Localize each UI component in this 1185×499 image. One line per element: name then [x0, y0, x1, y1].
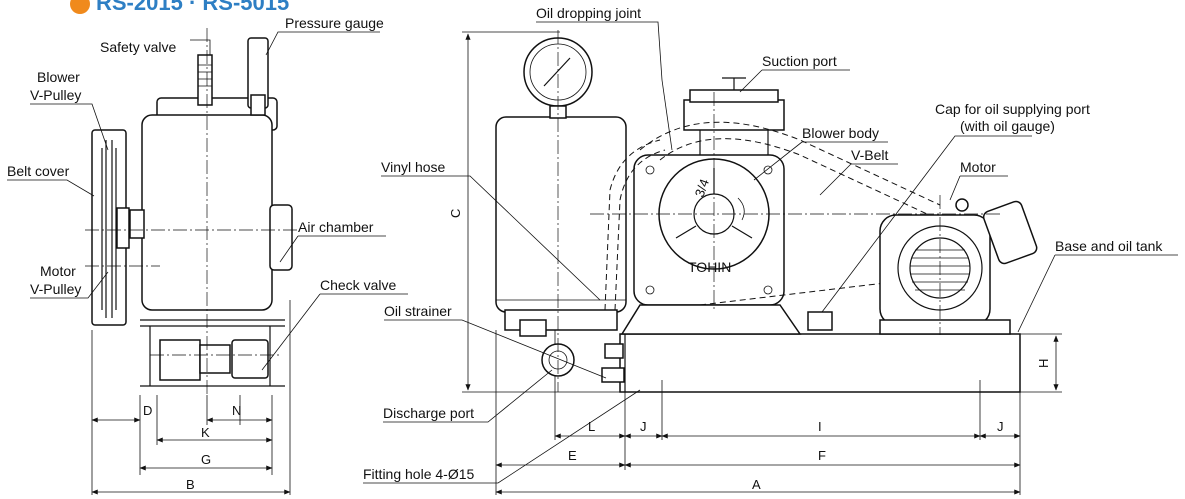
callout-discharge-port: Discharge port — [383, 405, 474, 421]
check-valve-shape — [231, 339, 269, 379]
dim-E: E — [568, 448, 577, 463]
callout-air-chamber: Air chamber — [298, 219, 374, 235]
vinyl-hose-path — [604, 139, 661, 311]
callout-motor-vpulley-1: Motor — [40, 263, 76, 279]
front-air-chamber — [495, 116, 627, 313]
v-belt-path — [639, 121, 941, 206]
callout-oil-dropping-joint: Oil dropping joint — [536, 5, 641, 21]
safety-valve-shape — [197, 54, 213, 106]
callout-base-oil-tank: Base and oil tank — [1055, 238, 1163, 254]
callout-cap-oil-2: (with oil gauge) — [960, 118, 1055, 134]
dim-H: H — [1036, 359, 1051, 368]
callout-blower-body: Blower body — [802, 125, 879, 141]
oil-cap-shape — [807, 311, 833, 331]
dim-I: I — [818, 419, 822, 434]
callout-motor: Motor — [960, 159, 996, 175]
callout-suction-port: Suction port — [762, 53, 837, 69]
callout-pressure-gauge: Pressure gauge — [285, 15, 384, 31]
side-view: D N K G B Safety valve Pressure gauge Bl… — [7, 15, 408, 495]
air-chamber-shape — [269, 204, 293, 271]
callout-v-belt: V-Belt — [851, 147, 888, 163]
dim-C: C — [448, 209, 463, 218]
title-bullet-icon — [70, 0, 90, 14]
callout-cap-oil-1: Cap for oil supplying port — [935, 101, 1090, 117]
dim-K: K — [201, 425, 210, 440]
dim-N: N — [232, 403, 241, 418]
suction-port-shape — [683, 99, 785, 131]
front-view: 3/4 TOHIN C H — [363, 5, 1178, 495]
dim-J-right: J — [997, 419, 1004, 434]
dim-A: A — [752, 477, 761, 492]
callout-fitting-hole: Fitting hole 4-Ø15 — [363, 466, 474, 482]
brand-label: TOHIN — [688, 259, 731, 275]
dim-B: B — [186, 477, 195, 492]
shaft-housing — [129, 209, 145, 239]
side-base — [140, 319, 285, 387]
callout-oil-strainer: Oil strainer — [384, 303, 452, 319]
dim-F: F — [818, 448, 826, 463]
title-block: RS-2015 · RS-5015 — [70, 0, 289, 15]
callout-check-valve: Check valve — [320, 277, 396, 293]
callout-blower-vpulley-2: V-Pulley — [30, 87, 81, 103]
dim-L: L — [588, 419, 595, 434]
page-title: RS-2015 · RS-5015 — [96, 0, 289, 15]
dim-D: D — [143, 403, 152, 418]
base-oil-tank-shape — [619, 333, 1021, 393]
callout-vinyl-hose: Vinyl hose — [381, 159, 446, 175]
pulley-hub — [116, 207, 130, 249]
pulley-grooves — [101, 140, 117, 318]
callout-belt-cover: Belt cover — [7, 163, 70, 179]
callout-blower-vpulley-1: Blower — [37, 69, 80, 85]
motor-shape — [879, 214, 991, 326]
blower-mark: 3/4 — [692, 177, 712, 199]
dim-J-left: J — [640, 419, 647, 434]
dim-G: G — [201, 452, 211, 467]
callout-motor-vpulley-2: V-Pulley — [30, 281, 81, 297]
callout-safety-valve: Safety valve — [100, 39, 176, 55]
check-valve-body — [199, 344, 231, 374]
